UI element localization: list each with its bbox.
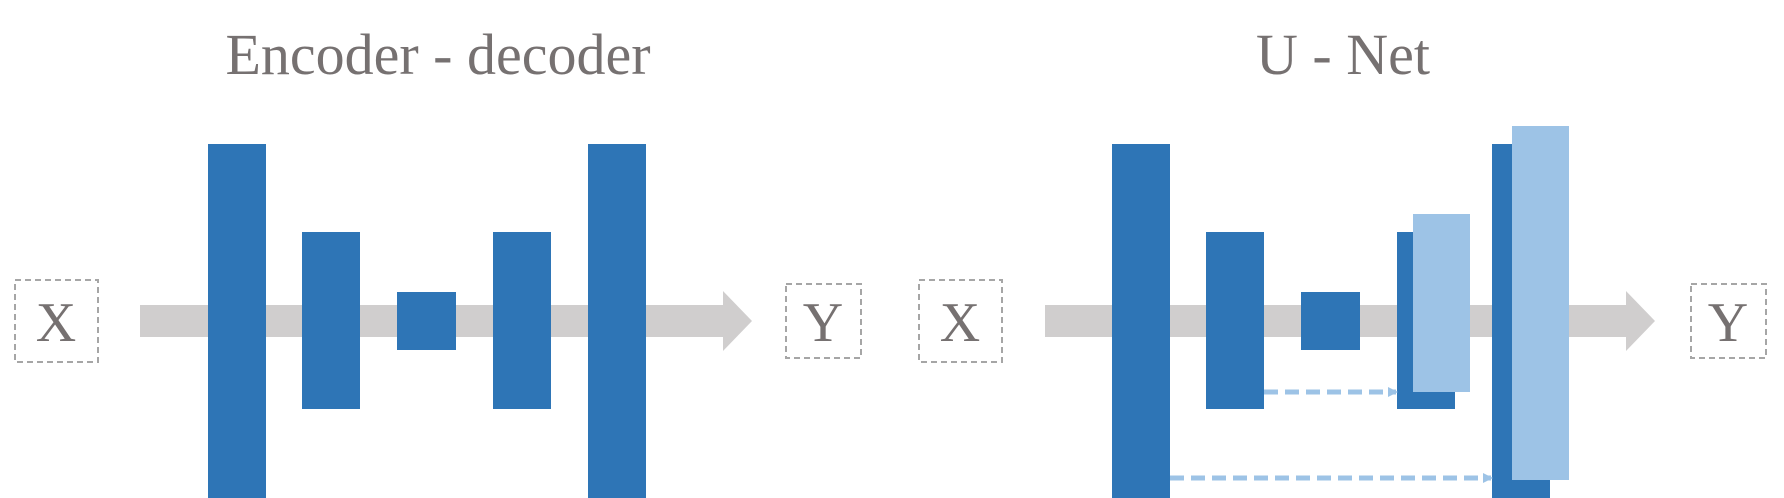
encoder-decoder-panel: Encoder - decoder X Y [14, 22, 862, 498]
unet-input: X [918, 279, 1003, 363]
decoder-block-1 [493, 232, 551, 409]
decoder-block-2 [588, 144, 646, 498]
unet-panel: U - Net X Y [918, 22, 1767, 498]
input-box [14, 279, 99, 363]
output-box [785, 283, 862, 359]
output-label: Y [803, 292, 843, 354]
encoder-block-2 [302, 232, 360, 409]
output-box [1690, 283, 1767, 359]
encoder-decoder-input: X [14, 279, 99, 363]
encoder-block-2 [1206, 232, 1264, 409]
encoder-decoder-title: Encoder - decoder [225, 22, 650, 87]
encoder-block-1 [208, 144, 266, 498]
encoder-decoder-output: Y [785, 283, 862, 359]
unet-title: U - Net [1256, 22, 1430, 87]
unet-output: Y [1690, 283, 1767, 359]
encoder-block-1 [1112, 144, 1170, 498]
input-label: X [36, 292, 76, 354]
bottleneck-block [1301, 292, 1360, 350]
bottleneck-block [397, 292, 456, 350]
concatenated-block-2 [1512, 126, 1569, 480]
concatenated-block-1 [1413, 214, 1470, 392]
output-label: Y [1708, 292, 1748, 354]
input-box [918, 279, 1003, 363]
input-label: X [940, 292, 980, 354]
